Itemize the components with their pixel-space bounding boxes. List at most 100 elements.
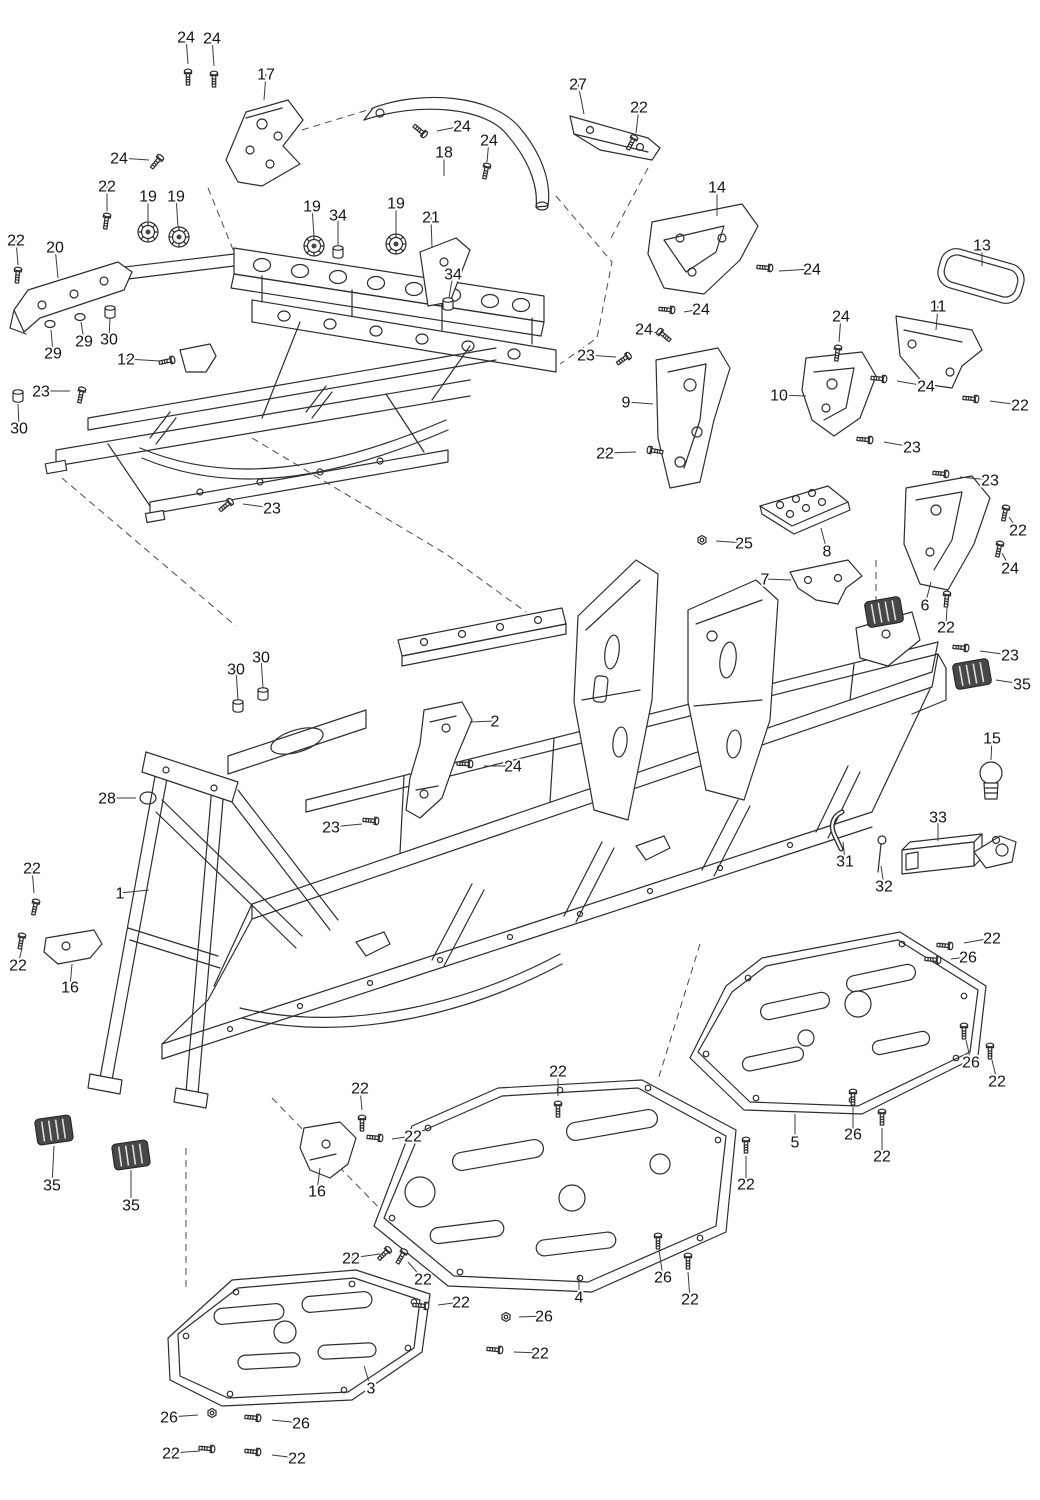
part-callout-22: 22: [98, 179, 116, 196]
part-callout-19: 19: [387, 196, 405, 213]
part-callout-26: 26: [962, 1055, 980, 1072]
part-callout-1: 1: [116, 886, 125, 903]
leader-line: [715, 540, 745, 544]
part-callout-32: 32: [875, 879, 893, 896]
leader-line: [963, 937, 993, 944]
part-callout-26: 26: [292, 1416, 310, 1433]
leader-line: [260, 656, 264, 689]
part-callout-11: 11: [930, 299, 947, 316]
part-11-bracket: [895, 315, 983, 389]
part-callout-22: 22: [162, 1446, 180, 1463]
part-callout-35: 35: [1013, 677, 1031, 694]
part-callout-29: 29: [75, 334, 93, 351]
leader-line: [820, 527, 828, 552]
part-28-grommet: [139, 791, 157, 805]
part-callout-30: 30: [10, 421, 28, 438]
part-callout-26: 26: [959, 950, 977, 967]
part-callout-17: 17: [257, 67, 275, 84]
part-callout-23: 23: [263, 501, 281, 518]
part-callout-22: 22: [1009, 523, 1027, 540]
leader-line: [271, 1419, 302, 1424]
part-callout-22: 22: [988, 1074, 1006, 1091]
front-frame-assembly: [9, 237, 557, 524]
part-callout-35: 35: [122, 1198, 140, 1215]
leader-line: [764, 578, 792, 581]
leader-line: [51, 1145, 55, 1186]
part-callout-34: 34: [329, 208, 347, 225]
leader-line: [235, 668, 239, 701]
part-callout-28: 28: [98, 791, 116, 808]
part-callout-33: 33: [929, 810, 947, 827]
part-callout-22: 22: [351, 1081, 369, 1098]
leader-line: [924, 581, 932, 606]
leader-line: [430, 216, 433, 249]
part-callout-22: 22: [288, 1451, 306, 1468]
part-callout-3: 3: [367, 1381, 376, 1398]
leader-line: [518, 1315, 545, 1318]
leader-line: [513, 1351, 541, 1354]
part-32-clip: [877, 835, 887, 873]
leader-line: [242, 503, 273, 509]
leader-line: [15, 239, 19, 266]
part-8-plate: [759, 485, 851, 535]
leader-line: [170, 1450, 201, 1454]
leader-line: [635, 106, 640, 134]
leader-line: [50, 329, 54, 354]
part-callout-22: 22: [404, 1129, 422, 1146]
part-callout-15: 15: [983, 731, 1001, 748]
part-17-bracket: [225, 99, 304, 187]
part-callout-14: 14: [708, 180, 726, 197]
leader-line: [54, 246, 59, 279]
part-callout-24: 24: [1001, 561, 1019, 578]
part-callout-22: 22: [681, 1292, 699, 1309]
leader-line: [486, 139, 490, 163]
part-callout-26: 26: [844, 1127, 862, 1144]
main-frame: [87, 559, 947, 1109]
part-callout-22: 22: [596, 446, 614, 463]
part-callout-30: 30: [252, 650, 270, 667]
leader-line: [838, 315, 842, 343]
part-callout-22: 22: [937, 620, 955, 637]
leader-line: [683, 308, 702, 313]
leader-line: [989, 400, 1021, 406]
part-callout-8: 8: [823, 544, 832, 561]
part-callout-22: 22: [414, 1272, 432, 1289]
part-callout-18: 18: [435, 145, 453, 162]
leader-line: [17, 947, 23, 966]
part-callout-24: 24: [453, 119, 471, 136]
part-callout-6: 6: [921, 598, 930, 615]
part-callout-22: 22: [737, 1177, 755, 1194]
leader-line: [350, 1253, 381, 1259]
part-18-tube: [363, 96, 550, 211]
part-callout-20: 20: [46, 240, 64, 257]
leader-line: [979, 650, 1011, 656]
leader-line: [168, 1414, 199, 1418]
leader-line: [437, 1301, 462, 1306]
leader-line: [1008, 516, 1019, 531]
leader-line: [625, 401, 654, 405]
part-callout-22: 22: [549, 1064, 567, 1081]
leader-line: [119, 889, 150, 894]
part-callout-10: 10: [770, 388, 788, 405]
part-callout-24: 24: [635, 322, 653, 339]
part-14-bracket: [647, 203, 759, 295]
leader-line: [778, 394, 807, 397]
part-callout-29: 29: [44, 346, 62, 363]
part-15-knob: [979, 761, 1003, 800]
leader-line: [271, 1454, 298, 1459]
leader-line: [643, 328, 658, 334]
leader-line: [959, 476, 991, 481]
leader-line: [391, 1135, 414, 1140]
leader-line: [1001, 552, 1011, 569]
leader-line: [330, 823, 363, 828]
part-callout-13: 13: [973, 238, 991, 255]
part-27-bracket: [569, 115, 661, 161]
fasteners: [12, 68, 1011, 1457]
part-callout-4: 4: [575, 1290, 584, 1307]
part-callout-34: 34: [444, 267, 462, 284]
part-callout-22: 22: [23, 861, 41, 878]
part-callout-35: 35: [43, 1178, 61, 1195]
leader-line: [448, 273, 454, 299]
part-callout-22: 22: [630, 100, 648, 117]
